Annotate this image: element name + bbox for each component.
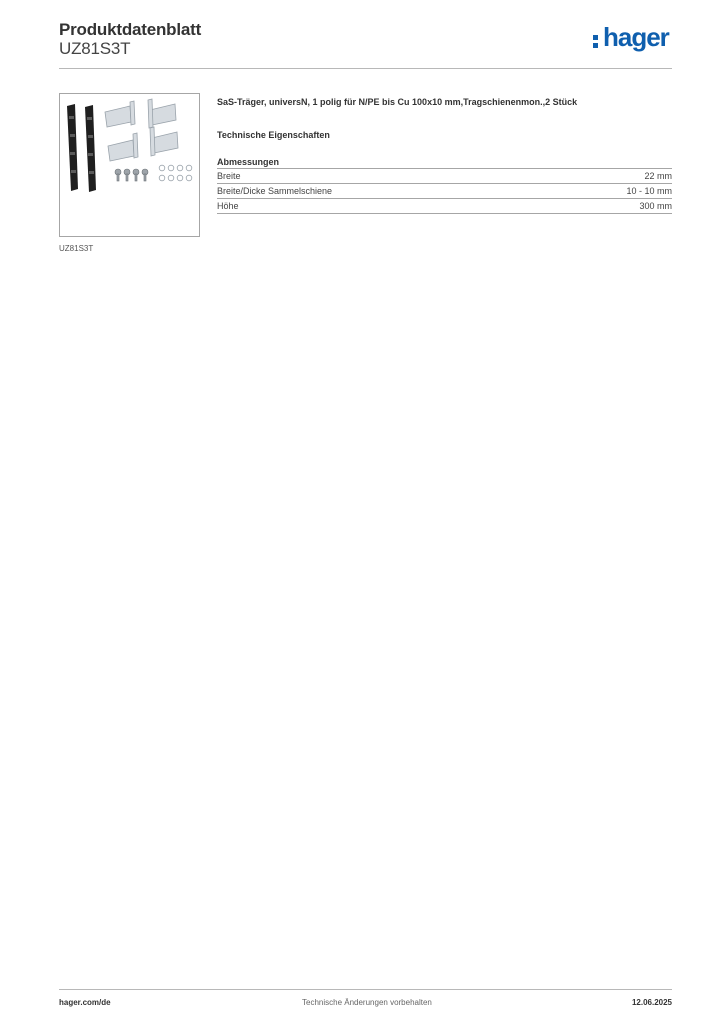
table-row: Höhe 300 mm: [217, 198, 672, 214]
group-heading: Abmessungen: [217, 157, 280, 167]
footer-note: Technische Änderungen vorbehalten: [302, 998, 432, 1007]
bracket-top-right: [147, 98, 177, 129]
logo-dot-icon: [593, 35, 598, 40]
logo-dot-icon: [593, 43, 598, 48]
image-caption: UZ81S3T: [59, 244, 94, 253]
spec-label: Breite: [217, 171, 241, 181]
spec-label: Breite/Dicke Sammelschiene: [217, 186, 333, 196]
spec-value: 22 mm: [644, 171, 672, 181]
product-code: UZ81S3T: [59, 39, 131, 58]
product-illustration: [67, 98, 193, 192]
bracket-top-left: [104, 100, 136, 128]
section-heading: Technische Eigenschaften: [217, 130, 330, 140]
footer-website-link[interactable]: hager.com/de: [59, 998, 111, 1007]
carrier-rail-left: [67, 104, 78, 191]
table-row: Breite 22 mm: [217, 168, 672, 183]
table-row: Breite/Dicke Sammelschiene 10 - 10 mm: [217, 183, 672, 198]
header-divider: [59, 68, 672, 69]
product-image: [59, 93, 200, 237]
nuts-and-washers: [158, 164, 193, 182]
bracket-bottom-right: [149, 126, 179, 157]
product-description: SaS-Träger, universN, 1 polig für N/PE b…: [217, 97, 578, 107]
spec-label: Höhe: [217, 201, 239, 211]
footer-divider: [59, 989, 672, 990]
logo-wordmark: hager: [603, 22, 670, 52]
page-title: Produktdatenblatt: [59, 20, 202, 39]
spec-value: 10 - 10 mm: [626, 186, 672, 196]
hager-logo: hager: [593, 22, 675, 58]
spec-table: Breite 22 mm Breite/Dicke Sammelschiene …: [217, 168, 672, 214]
screws: [114, 168, 149, 182]
bracket-bottom-left: [107, 132, 139, 162]
carrier-rail-right: [85, 105, 96, 192]
spec-value: 300 mm: [639, 201, 672, 211]
footer-date: 12.06.2025: [631, 998, 672, 1007]
